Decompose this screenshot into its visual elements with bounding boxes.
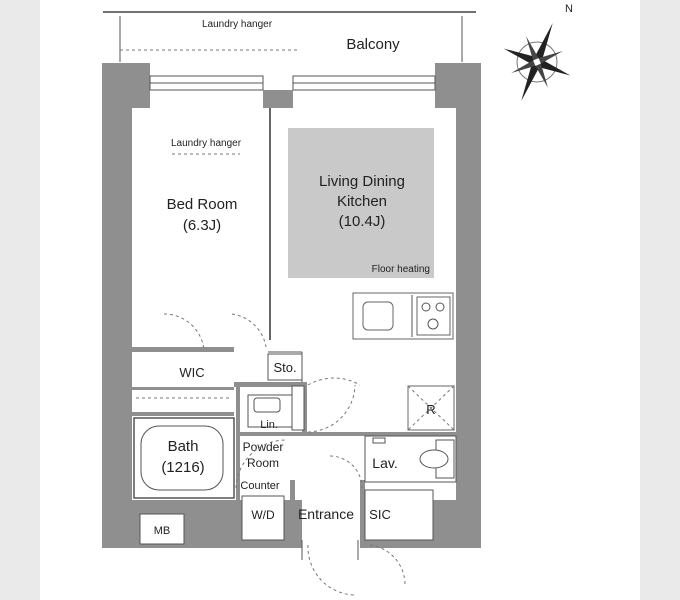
storage-box [267, 353, 303, 381]
shoe-closet-label: SIC [369, 507, 391, 522]
wall-east [456, 108, 481, 500]
wic-label: WIC [179, 365, 204, 380]
washer-dryer-box [241, 495, 285, 541]
balcony-laundry-hanger-label: Laundry hanger [202, 19, 273, 30]
entrance-label: Entrance [298, 506, 354, 522]
shoe-closet-box [364, 489, 434, 541]
wall-corner-ne [435, 63, 481, 108]
storage-label: Sto. [273, 360, 296, 375]
linen-label: Lin. [260, 419, 278, 431]
ldk-room: Living Dining Kitchen (10.4J) Floor heat… [288, 128, 455, 433]
wic-and-storage: WIC Sto. [136, 353, 303, 399]
meter-box-label: MB [154, 525, 171, 537]
bedroom-laundry-hanger-label: Laundry hanger [171, 138, 242, 149]
balcony-label: Balcony [346, 36, 400, 53]
floor-plan-sheet: Laundry hanger Balcony Living Dining [40, 0, 640, 600]
bathtub-icon [140, 425, 224, 491]
bath-size: (1216) [161, 459, 204, 476]
floor-plan: Laundry hanger Balcony Living Dining [102, 3, 573, 596]
bath-name: Bath [168, 438, 199, 455]
refrigerator-label: R [426, 402, 435, 417]
wall-corner-nw [102, 63, 150, 108]
lavatory-label: Lav. [372, 455, 397, 471]
toilet-icon [419, 449, 449, 469]
ldk-name-line2: Kitchen [337, 193, 387, 210]
bedroom: Laundry hanger Bed Room (6.3J) [163, 138, 267, 351]
entrance-area: Entrance SIC Lav. [298, 435, 457, 596]
bedroom-name: Bed Room [167, 196, 238, 213]
ldk-name-line1: Living Dining [319, 173, 405, 190]
bath-room: Bath (1216) [133, 417, 235, 499]
balcony: Laundry hanger Balcony [103, 11, 476, 62]
washbasin-icon [253, 397, 281, 413]
meter-box: MB [139, 513, 185, 545]
floor-heating-area [288, 128, 434, 278]
wall-west [102, 108, 132, 500]
bedroom-size: (6.3J) [183, 217, 221, 234]
floor-heating-label: Floor heating [372, 264, 430, 275]
wall-column-top [263, 90, 293, 108]
powder-room-line1: Powder [243, 440, 284, 454]
counter-label: Counter [240, 480, 279, 492]
compass-rose-icon: N [503, 3, 573, 101]
ldk-size: (10.4J) [339, 213, 386, 230]
north-label: N [565, 3, 573, 15]
powder-room: Lin. Powder Room Counter W/D [235, 385, 305, 541]
sink-icon [362, 301, 394, 331]
powder-room-line2: Room [247, 456, 279, 470]
washer-dryer-label: W/D [251, 508, 275, 522]
